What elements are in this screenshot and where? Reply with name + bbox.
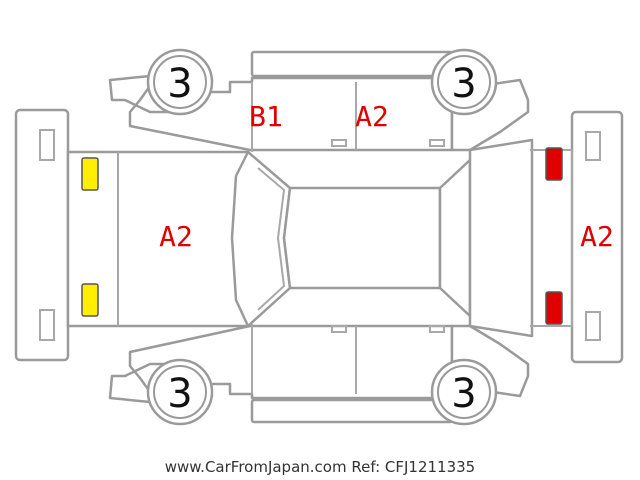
rear-right-wheel: 3: [430, 358, 498, 426]
rear-left-tire-rating: 3: [451, 61, 476, 107]
code-rear: A2: [580, 220, 614, 253]
front-right-tire-rating: 3: [167, 371, 192, 417]
front-right-wheel: 3: [146, 358, 214, 426]
code-left-front-door: B1: [249, 100, 283, 133]
front-bumper: [14, 108, 70, 362]
car-body-top: [66, 138, 573, 338]
front-lamp-top: [81, 157, 99, 191]
left-side-panel: [108, 74, 530, 152]
rear-right-tire-rating: 3: [451, 371, 476, 417]
code-left-rear-door: A2: [355, 100, 389, 133]
footer-reference: www.CarFromJapan.com Ref: CFJ1211335: [165, 458, 475, 476]
bottom-rail: [250, 398, 454, 424]
rear-lamp-bottom: [545, 291, 563, 325]
front-left-wheel: 3: [146, 48, 214, 116]
rear-left-wheel: 3: [430, 48, 498, 116]
rear-lamp-top: [545, 147, 563, 181]
top-rail: [250, 50, 454, 78]
front-left-tire-rating: 3: [167, 61, 192, 107]
front-lamp-bottom: [81, 283, 99, 317]
code-hood: A2: [159, 220, 193, 253]
